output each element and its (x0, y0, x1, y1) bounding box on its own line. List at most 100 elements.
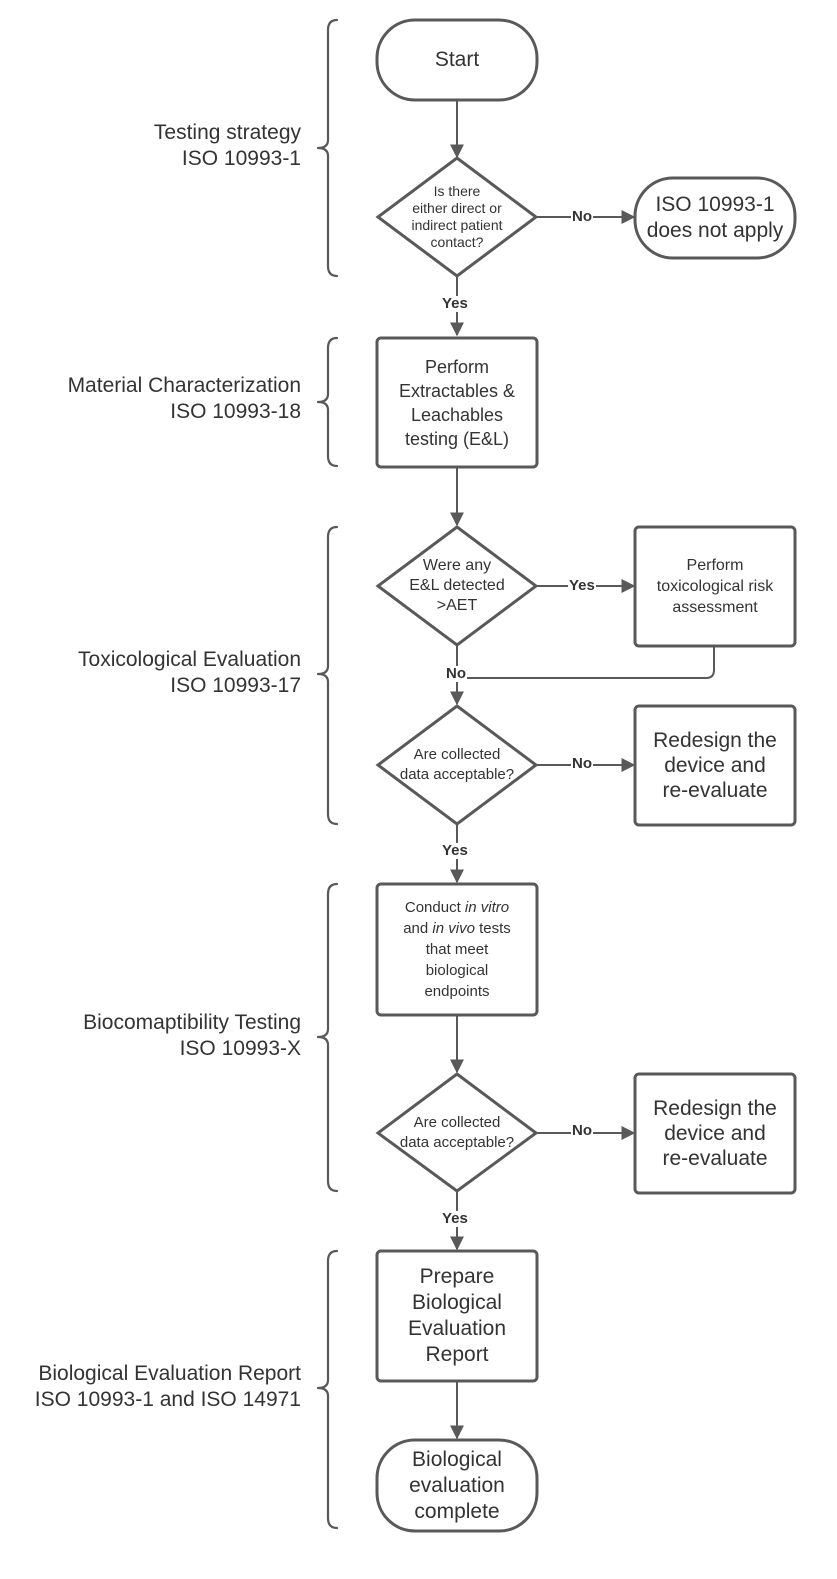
redesign-label-1: Redesign the device and re-evaluate (635, 706, 795, 825)
section-title: Toxicological Evaluation (78, 648, 301, 671)
brace-testing-strategy (316, 18, 339, 278)
process-line: re-evaluate (662, 779, 768, 802)
process-line: device and (664, 1122, 766, 1145)
invitro-line-2: and in vivo tests (403, 918, 511, 939)
data-acceptable-decision-2 (375, 1072, 539, 1193)
terminal-line: ISO 10993-1 (655, 193, 775, 216)
edge-label-acc2-no: No (571, 1122, 593, 1139)
invitro-label: Conduct in vitro and in vivo tests that … (377, 884, 537, 1015)
decision-line: data acceptable? (399, 1133, 515, 1151)
complete-label: Biological evaluation complete (377, 1440, 537, 1531)
data-acceptable-label-1: Are collected data acceptable? (378, 706, 536, 824)
section-label-biological-evaluation-report: Biological Evaluation Report ISO 10993-1… (35, 1361, 301, 1413)
start-text: Start (434, 48, 480, 71)
el-testing-label: Perform Extractables & Leachables testin… (377, 338, 537, 467)
edge-label-acc1-no: No (571, 755, 593, 772)
section-standard: ISO 10993-18 (170, 400, 301, 423)
decision-line: Is there (433, 183, 481, 199)
process-line: endpoints (424, 983, 490, 1000)
brace-biological-evaluation-report (316, 1249, 339, 1530)
process-line: testing (E&L) (404, 428, 510, 449)
invitro-line-1: Conduct in vitro (405, 897, 509, 918)
section-title: Material Characterization (67, 374, 301, 397)
process-line: Prepare (419, 1265, 495, 1288)
edge-label-el-yes: Yes (568, 577, 596, 594)
process-line: Redesign the (653, 1097, 777, 1120)
section-title: Biocomaptibility Testing (83, 1011, 301, 1034)
process-line: Evaluation (407, 1317, 507, 1340)
edge-label-acc2-yes: Yes (441, 1210, 469, 1227)
section-title: Biological Evaluation Report (38, 1362, 301, 1385)
decision-line: E&L detected (409, 577, 505, 594)
brace-toxicological-evaluation (316, 525, 339, 826)
process-line: assessment (672, 599, 758, 616)
text-fragment: and (403, 920, 433, 937)
italic-term: in vivo (432, 920, 475, 937)
prepare-report-box (375, 1249, 539, 1383)
connector-risk-return (457, 646, 715, 679)
decision-line: Are collected (413, 1113, 501, 1131)
section-label-biocompatibility-testing: Biocomaptibility Testing ISO 10993-X (83, 1010, 301, 1062)
patient-contact-label: Is there either direct or indirect patie… (398, 158, 516, 276)
process-line: Redesign the (653, 729, 777, 752)
process-line: Report (425, 1343, 489, 1366)
redesign-box-1 (633, 704, 797, 827)
section-label-testing-strategy: Testing strategy ISO 10993-1 (154, 120, 301, 172)
process-line: Biological (412, 1291, 502, 1314)
el-detected-decision (375, 525, 539, 647)
decision-line: indirect patient (411, 217, 503, 233)
tox-risk-label: Perform toxicological risk assessment (635, 527, 795, 646)
process-line: Perform (686, 557, 744, 574)
section-standard: ISO 10993-17 (170, 674, 301, 697)
process-line: biological (425, 962, 489, 979)
edge-label-contact-no: No (571, 208, 593, 225)
section-label-material-characterization: Material Characterization ISO 10993-18 (68, 373, 301, 425)
italic-term: in vitro (464, 899, 510, 916)
decision-line: Were any (422, 557, 492, 574)
edge-label-contact-yes: Yes (441, 295, 469, 312)
invitro-box (375, 882, 539, 1017)
not-apply-terminal (633, 176, 797, 260)
edge-label-el-no: No (445, 665, 467, 682)
edge-label-acc1-yes: Yes (441, 842, 469, 859)
terminal-line: Biological (412, 1447, 502, 1471)
prepare-report-label: Prepare Biological Evaluation Report (377, 1251, 537, 1381)
process-line: toxicological risk (656, 578, 774, 595)
process-line: re-evaluate (662, 1147, 768, 1170)
terminal-line: evaluation (409, 1473, 505, 1497)
text-fragment: Conduct (404, 899, 465, 916)
section-standard: ISO 10993-X (179, 1037, 301, 1060)
process-line: Leachables (410, 404, 504, 425)
process-line: Perform (424, 356, 489, 377)
complete-terminal (375, 1438, 539, 1533)
process-line: that meet (425, 941, 489, 958)
el-testing-box (375, 336, 539, 469)
not-apply-label: ISO 10993-1 does not apply (635, 178, 795, 258)
redesign-label-2: Redesign the device and re-evaluate (635, 1074, 795, 1193)
el-detected-label: Were any E&L detected >AET (398, 527, 516, 645)
data-acceptable-decision-1 (375, 704, 539, 826)
section-title: Testing strategy (153, 121, 301, 144)
terminal-line: does not apply (646, 219, 784, 242)
tox-risk-box (633, 525, 797, 648)
section-standard: ISO 10993-1 and ISO 14971 (34, 1388, 301, 1411)
decision-line: contact? (430, 234, 484, 250)
start-label: Start (377, 20, 537, 100)
section-label-toxicological-evaluation: Toxicological Evaluation ISO 10993-17 (78, 647, 301, 699)
section-standard: ISO 10993-1 (181, 147, 301, 170)
decision-line: Are collected (413, 746, 501, 763)
redesign-box-2 (633, 1072, 797, 1195)
terminal-line: complete (414, 1499, 500, 1523)
data-acceptable-label-2: Are collected data acceptable? (378, 1074, 536, 1191)
process-line: device and (664, 754, 766, 777)
decision-line: >AET (436, 597, 478, 614)
text-fragment: tests (474, 920, 511, 937)
decision-line: either direct or (412, 200, 502, 216)
start-terminal (375, 18, 539, 102)
brace-biocompatibility-testing (316, 882, 339, 1193)
process-line: Extractables & (398, 380, 516, 401)
patient-contact-decision (375, 156, 539, 278)
decision-line: data acceptable? (399, 766, 515, 783)
brace-material-characterization (316, 336, 339, 468)
